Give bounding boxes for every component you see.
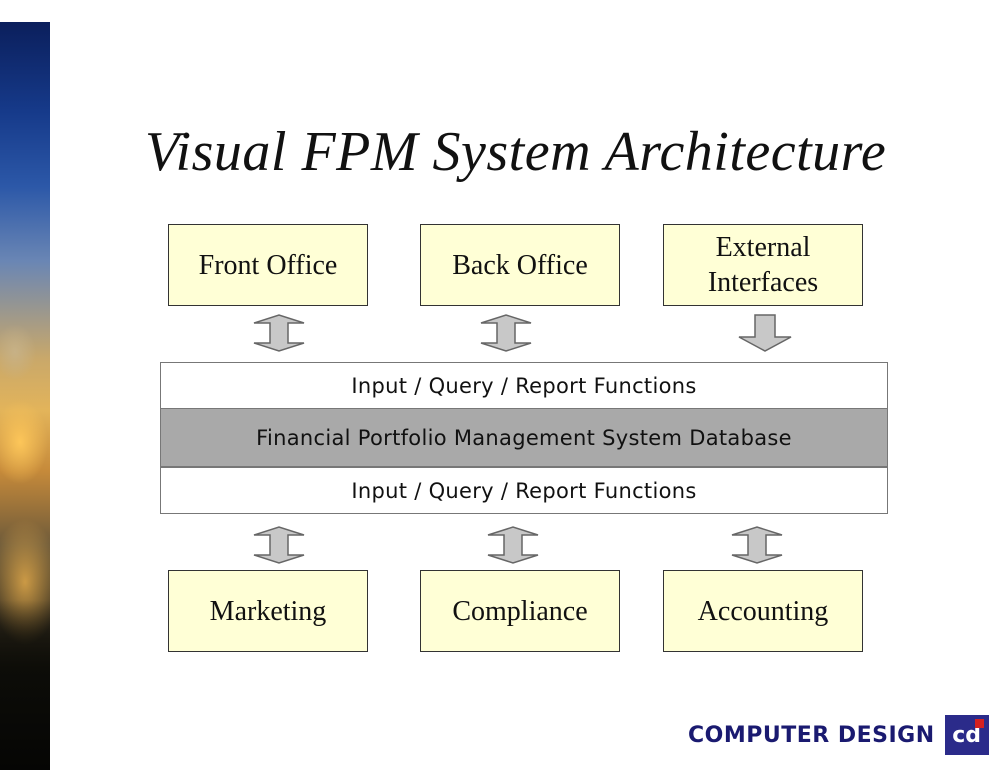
node-compliance-label: Compliance <box>452 595 588 627</box>
layer-fpm-database-label: Financial Portfolio Management System Da… <box>256 425 792 450</box>
decorative-side-image <box>0 22 50 770</box>
layer-input-query-report-top-label: Input / Query / Report Functions <box>351 373 697 398</box>
layer-input-query-report-top: Input / Query / Report Functions <box>160 362 888 409</box>
logo-accent <box>974 719 984 728</box>
node-accounting-label: Accounting <box>697 595 829 627</box>
node-back-office-label: Back Office <box>452 249 588 281</box>
node-accounting: Accounting <box>663 570 863 652</box>
layer-input-query-report-bottom: Input / Query / Report Functions <box>160 467 888 514</box>
company-logo-text: COMPUTER DESIGN <box>688 722 935 748</box>
node-external-interfaces: External Interfaces <box>663 224 863 306</box>
node-back-office: Back Office <box>420 224 620 306</box>
company-logo: COMPUTER DESIGN cd <box>688 712 989 758</box>
node-external-interfaces-label-line2: Interfaces <box>707 267 819 298</box>
slide-title: Visual FPM System Architecture <box>145 121 887 183</box>
double-arrow-accounting <box>731 526 783 564</box>
node-external-interfaces-label-line1: External <box>715 232 811 263</box>
double-arrow-front-office <box>253 314 305 352</box>
down-arrow-external-interfaces <box>738 314 792 352</box>
node-marketing-label: Marketing <box>209 595 327 627</box>
node-front-office-label: Front Office <box>198 249 338 281</box>
double-arrow-back-office <box>480 314 532 352</box>
double-arrow-marketing <box>253 526 305 564</box>
side-image-silhouette <box>0 600 50 770</box>
node-front-office: Front Office <box>168 224 368 306</box>
node-marketing: Marketing <box>168 570 368 652</box>
layer-input-query-report-bottom-label: Input / Query / Report Functions <box>351 478 697 503</box>
node-compliance: Compliance <box>420 570 620 652</box>
double-arrow-compliance <box>487 526 539 564</box>
layer-fpm-database: Financial Portfolio Management System Da… <box>160 408 888 467</box>
company-logo-mark-icon: cd <box>944 715 989 755</box>
